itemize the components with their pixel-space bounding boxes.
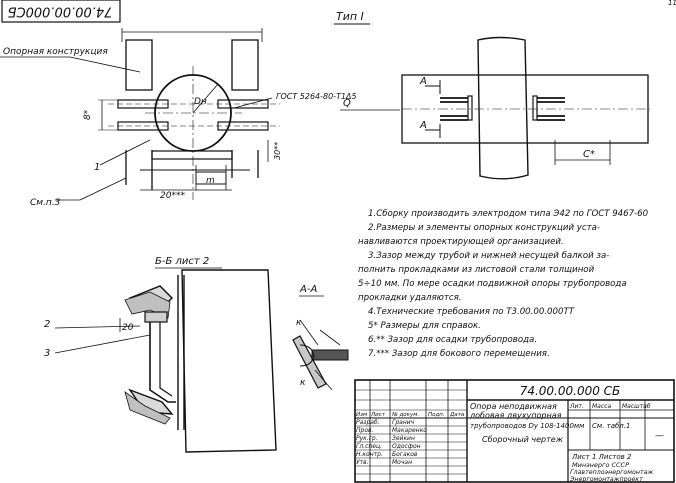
scale-value: —	[655, 431, 664, 441]
col-header: Изм	[356, 412, 367, 418]
gost-label: ГОСТ 5264-80-Т1Δ5	[276, 92, 357, 101]
aa-dim-k-top: к	[296, 318, 302, 328]
note-line: навливаются проектирующей организацией.	[358, 237, 564, 247]
role-cell: Разраб.	[356, 419, 380, 426]
doc-code-rotated: 74.00.00.000СБ	[8, 4, 113, 19]
note-line: 5* Размеры для справок.	[368, 321, 481, 331]
org-line-1: Минэнерго СССР	[572, 461, 629, 469]
role-cell: Рук.гр.	[356, 435, 378, 442]
lit-header: Лит.	[569, 403, 584, 410]
title-line-3: трубопроводов Dу 108-1400мм	[470, 422, 585, 430]
name-cell: Мочан	[392, 459, 412, 466]
type-label: Тип I	[336, 10, 364, 23]
bb-dim-20: 20	[122, 323, 134, 333]
col-header: № докум.	[391, 412, 419, 418]
title-line-4: Сборочный чертеж	[482, 435, 564, 444]
bb-callout-2: 2	[44, 319, 50, 330]
role-cell: Утв.	[356, 459, 369, 466]
role-cell: Гл.спец.	[356, 443, 382, 450]
section-aa	[292, 319, 349, 391]
notes-block: 1.Сборку производить электродом типа Э42…	[358, 209, 649, 359]
note-line: 7.*** Зазор для бокового перемещения.	[368, 349, 550, 359]
note-line: 5÷10 мм. По мере осадки подвижной опоры …	[358, 279, 627, 289]
note-line: прокладки удаляются.	[358, 293, 462, 303]
arrow-a-top: А	[419, 76, 427, 87]
lit-header: Масштаб	[622, 403, 651, 410]
dim-30: 30**	[273, 142, 282, 160]
dim-8: 8*	[83, 109, 93, 120]
col-header: Лист	[370, 412, 386, 418]
note-line: 3.Зазор между трубой и нижней несущей ба…	[368, 251, 609, 261]
section-bb-label: Б-Б лист 2	[155, 256, 209, 267]
role-cell: Пров.	[356, 427, 374, 434]
aa-dim-k-bottom: к	[300, 378, 306, 388]
bb-callout-3: 3	[44, 348, 50, 359]
name-cell: Одосфон	[392, 443, 421, 450]
role-cell: Н.контр.	[356, 451, 383, 458]
arrow-a-bottom: А	[419, 120, 427, 131]
col-header: Подп.	[428, 412, 445, 418]
note-line: 1.Сборку производить электродом типа Э42…	[368, 209, 649, 219]
name-cell: Гранич	[392, 419, 415, 426]
sheet-text: Лист 1 Листов 2	[571, 453, 632, 461]
dim-c: С*	[583, 149, 595, 160]
name-cell: Макаренко	[392, 427, 427, 434]
support-label: Опорная конструкция	[3, 47, 108, 57]
left-view	[0, 28, 280, 201]
doc-code-box: 74.00.00.000СБ	[1, 0, 121, 23]
note-ref: См.п.3	[30, 198, 61, 208]
col-header: Дата	[449, 412, 465, 418]
name-cell: Зейкин	[392, 435, 415, 442]
title-block	[354, 379, 675, 483]
dim-m: m	[206, 176, 215, 186]
callout-1: 1	[94, 162, 100, 173]
title-line-1: Опора неподвижная	[470, 402, 557, 411]
section-bb	[54, 269, 277, 453]
dim-diameter: Dн	[194, 97, 207, 107]
note-line: полнить прокладками из листовой стали то…	[358, 265, 595, 275]
lit-value: См. табл.1	[592, 422, 630, 430]
section-aa-label: А-А	[299, 284, 317, 295]
org-line-3: Энергомонтажпроект	[569, 476, 643, 483]
name-cell: Богаков	[392, 451, 418, 458]
page-number: 11	[668, 0, 676, 7]
title-line-2: лобовая двухупорная	[469, 411, 562, 420]
org-line-2: Главтеплоэнергомонтаж	[570, 469, 653, 476]
dim-20: 20***	[160, 191, 185, 201]
right-view	[340, 36, 650, 180]
note-line: 6.** Зазор для осадки трубопровода.	[368, 335, 537, 345]
note-line: 2.Размеры и элементы опорных конструкций…	[368, 223, 600, 233]
dim-q: Q	[343, 98, 351, 109]
title-code: 74.00.00.000 СБ	[520, 384, 621, 398]
lit-header: Масса	[592, 403, 611, 410]
note-line: 4.Технические требования по Т3.00.00.000…	[368, 307, 575, 317]
